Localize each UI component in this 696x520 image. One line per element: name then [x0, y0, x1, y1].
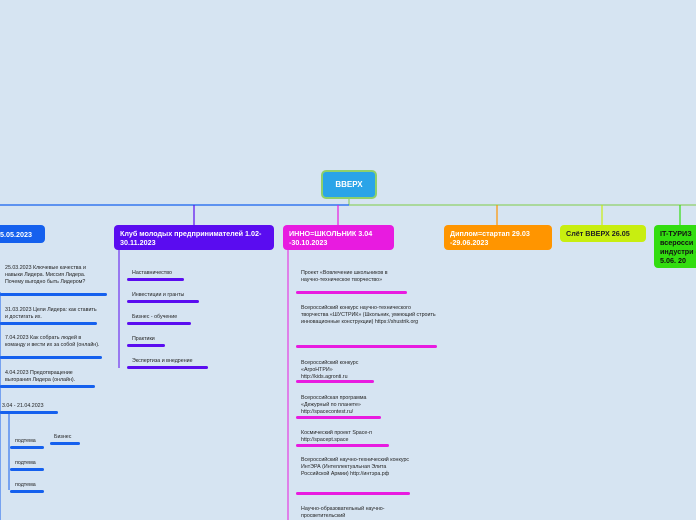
item-underline [296, 416, 381, 419]
branch-node[interactable]: IT-ТУРИЗ всеросси индустри - 5.06. 20 [654, 225, 696, 268]
list-item[interactable]: Бизнес - обучение [132, 314, 178, 320]
list-item[interactable]: Всероссийский конкурс научно-техническог… [301, 305, 436, 325]
subtopic-item[interactable]: подтема [15, 438, 36, 444]
item-underline [296, 291, 407, 294]
branch-node[interactable]: Диплом=стартап 29.03 -29.06.2023 [444, 225, 552, 250]
item-underline [127, 322, 191, 325]
item-underline [0, 411, 58, 414]
list-item[interactable]: 4.04.2023 Предотвращение выгорания Лидер… [5, 370, 76, 383]
item-underline [127, 344, 165, 347]
list-item[interactable]: Научно-образовательный научно-просветите… [301, 506, 385, 519]
list-item[interactable]: 31.03.2023 Цели Лидера: как ставить и до… [5, 307, 97, 320]
list-item[interactable]: 7.04.2023 Как собрать людей в команду и … [5, 335, 100, 348]
item-underline [0, 322, 97, 325]
item-underline [0, 356, 102, 359]
root-node[interactable]: ВВЕРХ [321, 170, 377, 199]
list-item[interactable]: 25.03.2023 Ключевые качества и навыки Ли… [5, 265, 86, 285]
branch-node[interactable]: Слёт ВВЕРХ 26.05 [560, 225, 646, 242]
item-underline [127, 300, 199, 303]
item-underline [296, 380, 374, 383]
list-item[interactable]: Всероссийский конкурс «АгроНТРИ» http://… [301, 360, 359, 380]
item-underline [296, 492, 410, 495]
item-underline [127, 278, 184, 281]
list-item[interactable]: Всероссийский научно-технический конкурс… [301, 457, 410, 477]
item-underline [296, 345, 437, 348]
list-item[interactable]: Космический проект Space-п http://spacep… [301, 430, 372, 443]
item-underline [10, 468, 44, 471]
branch-node[interactable]: Клуб молодых предпринимателей 1.02-30.11… [114, 225, 274, 250]
item-underline [50, 442, 80, 445]
item-underline [296, 444, 389, 447]
list-item[interactable]: Всероссийская программа «Дежурный по пла… [301, 395, 367, 415]
list-item[interactable]: 3.04 - 21.04.2023 [2, 403, 44, 409]
item-underline [0, 385, 95, 388]
item-underline [0, 293, 107, 296]
list-item[interactable]: Проект «Вовлечение школьников в научно-т… [301, 270, 388, 283]
list-item[interactable]: Экспертиза и внедрение [132, 358, 193, 364]
branch-node[interactable]: 5.05.2023 [0, 225, 45, 243]
side-item[interactable]: Бизнес [54, 434, 72, 440]
root-label: ВВЕРХ [335, 180, 363, 189]
list-item[interactable]: Инвестиции и гранты [132, 292, 185, 298]
branch-node[interactable]: ИННО=ШКОЛЬНИК 3.04 -30.10.2023 [283, 225, 394, 250]
list-item[interactable]: Наставничество [132, 270, 172, 276]
item-underline [10, 446, 44, 449]
subtopic-item[interactable]: подтема [15, 460, 36, 466]
subtopic-item[interactable]: подтема [15, 482, 36, 488]
item-underline [127, 366, 208, 369]
item-underline [10, 490, 44, 493]
list-item[interactable]: Практики [132, 336, 155, 342]
